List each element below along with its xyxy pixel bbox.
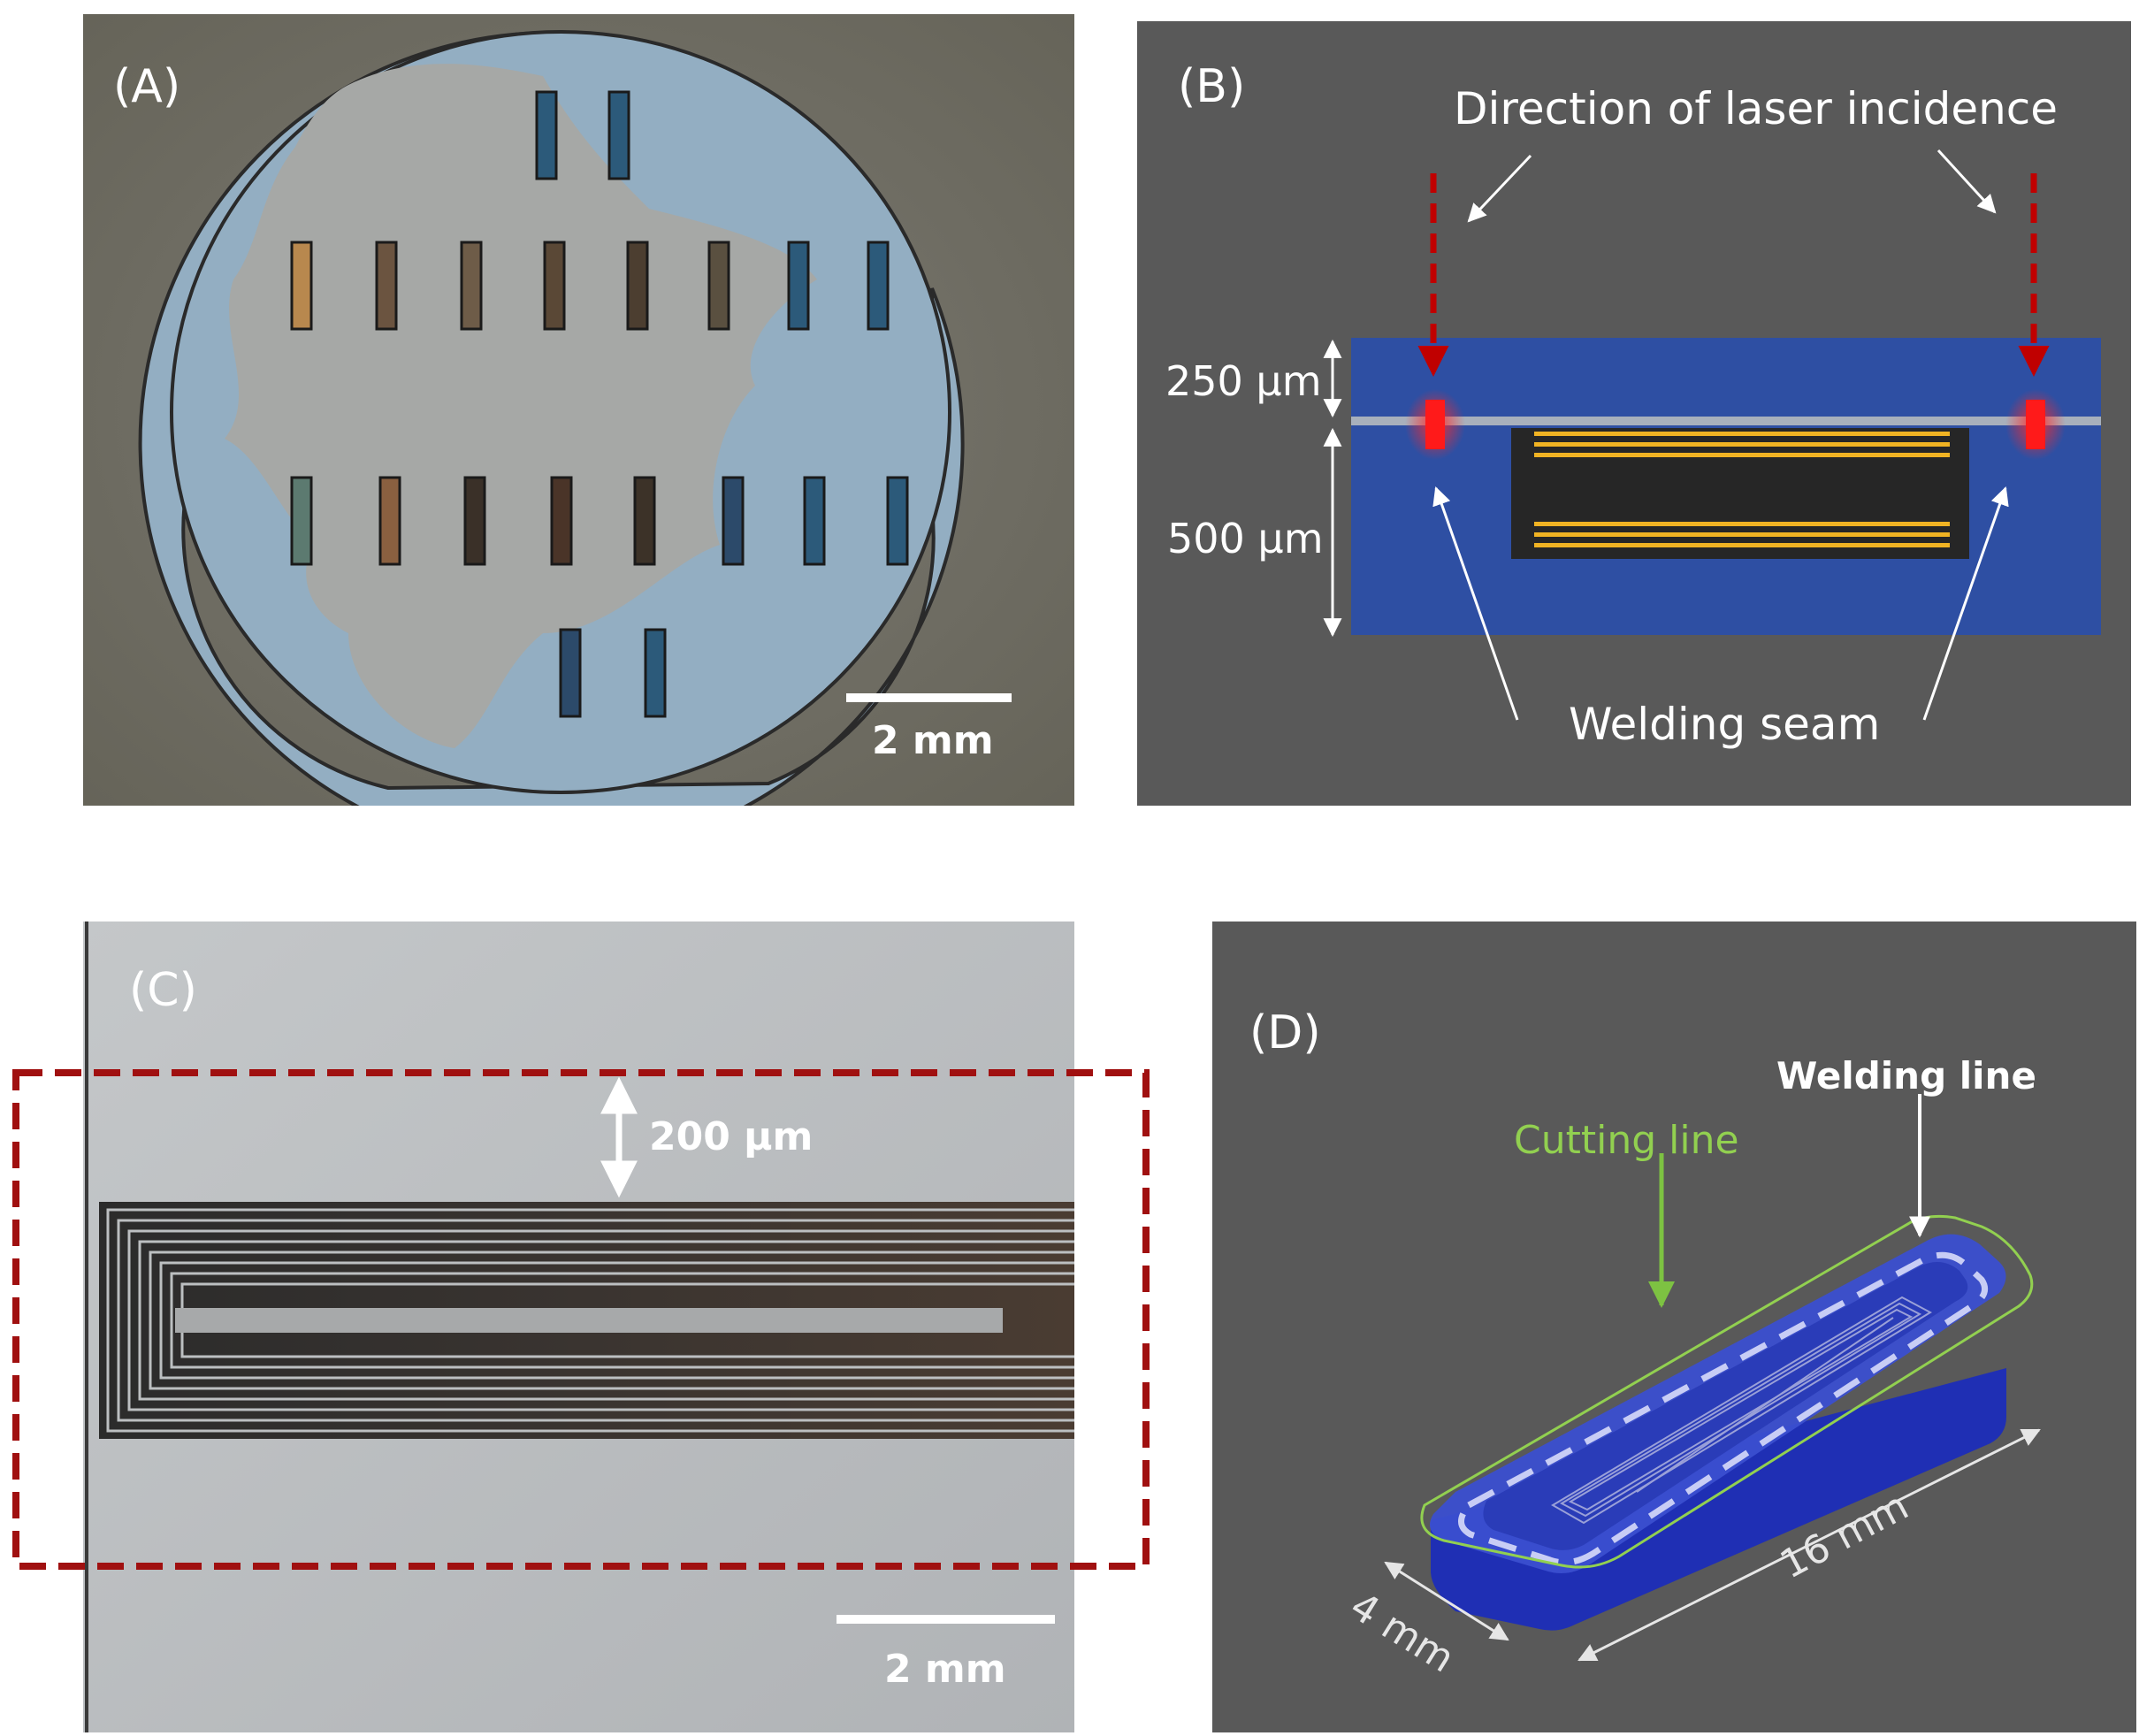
- uncoated-region: [225, 64, 817, 749]
- coil-photo-graphic: [83, 922, 1074, 1732]
- weld-region-overlay: [12, 1069, 1150, 1570]
- panel-b-cross-section: (B) Direction of laser incidence 250 µm …: [1137, 21, 2131, 806]
- cutting-line-label: Cutting line: [1514, 1118, 1739, 1163]
- welding-seam-label: Welding seam: [1569, 699, 1881, 750]
- scale-bar-c: [837, 1615, 1055, 1624]
- panel-c-coil-photo: (C) 2 mm: [83, 922, 1074, 1732]
- cavity: [1511, 428, 1969, 559]
- scale-bar-a: [846, 693, 1012, 702]
- cutting-line-path: [1420, 1214, 2034, 1569]
- device-3d-graphic: [1384, 1094, 2041, 1662]
- panel-label-b: (B): [1178, 60, 1246, 113]
- top-glass-layer: [1351, 338, 2101, 422]
- bottom-thickness-label: 500 µm: [1167, 515, 1324, 562]
- panel-label-a: (A): [113, 60, 181, 113]
- margin-label: 200 µm: [649, 1114, 814, 1159]
- panel-label-d: (D): [1249, 1006, 1321, 1059]
- laser-direction-label: Direction of laser incidence: [1454, 83, 2059, 134]
- welding-line-label: Welding line: [1776, 1054, 2036, 1097]
- length-arrow: [1578, 1428, 2041, 1662]
- top-thickness-label: 250 µm: [1165, 357, 1322, 405]
- scale-bar-label-c: 2 mm: [884, 1647, 1006, 1692]
- panel-label-c: (C): [129, 964, 197, 1017]
- welding-margin-box: [12, 1069, 1150, 1570]
- slot-array: [290, 90, 909, 718]
- scale-bar-label-a: 2 mm: [872, 718, 994, 763]
- bond-interface: [1351, 417, 2101, 425]
- wafer-photo-graphic: [83, 14, 1074, 806]
- cross-section-graphic: [1323, 149, 2101, 721]
- panel-d-device-diagram: (D) Welding line Cutting line 16 mm 4 mm: [1212, 922, 2136, 1732]
- welding-seam-right: [2026, 400, 2045, 449]
- width-arrow: [1384, 1561, 1509, 1641]
- welding-seam-left: [1425, 400, 1445, 449]
- coil-layers: [1534, 432, 1950, 547]
- welding-line-path: [1458, 1251, 1989, 1566]
- panel-a-wafer-photo: (A) 2 mm: [83, 14, 1074, 806]
